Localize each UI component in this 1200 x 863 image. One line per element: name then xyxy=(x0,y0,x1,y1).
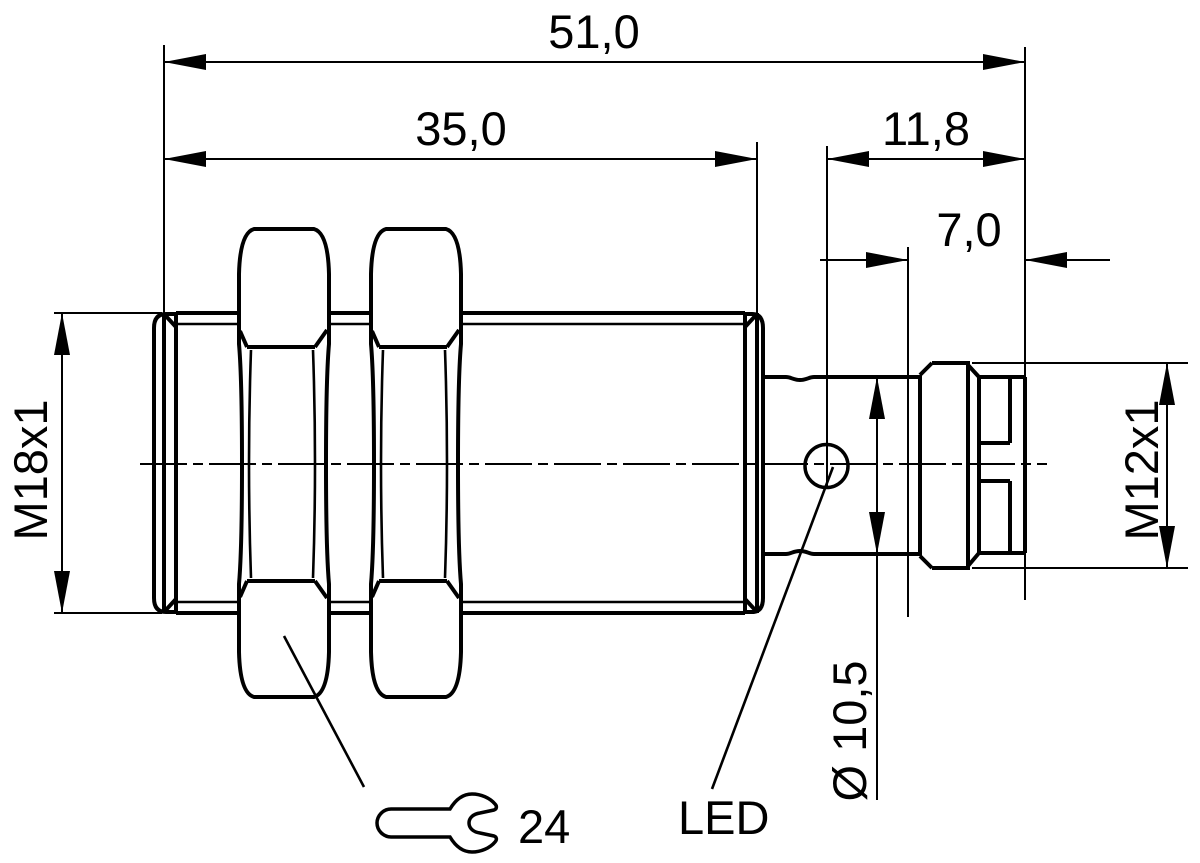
arrowhead-right xyxy=(983,151,1025,167)
dimension-connector-thread: M12x1 xyxy=(972,362,1188,569)
dimension-housing-length: 35,0 xyxy=(164,102,758,313)
arrowhead-top xyxy=(869,377,885,419)
wrench-annotation: 24 xyxy=(375,792,570,854)
arrowhead-right xyxy=(715,151,757,167)
thread-barrel xyxy=(176,311,745,615)
dimension-body-diameter: Ø 10,5 xyxy=(823,377,885,802)
connector-thread-label: M12x1 xyxy=(1115,399,1168,540)
arrowhead-bottom xyxy=(54,571,70,613)
arrowhead-right xyxy=(1025,252,1067,268)
wrench-size-label: 24 xyxy=(518,800,570,853)
nut-leader-line xyxy=(282,635,366,788)
connector-keyway-notch xyxy=(980,441,1010,483)
wrench-icon xyxy=(375,792,499,854)
rear-neck xyxy=(763,375,922,556)
rear-end-cap xyxy=(743,312,765,614)
arrowhead-left xyxy=(866,252,908,268)
dimension-rear-section-length: 11,8 xyxy=(826,102,1025,487)
led-indicator xyxy=(710,442,850,790)
connector-length-label: 7,0 xyxy=(936,203,1001,256)
arrowhead-bottom xyxy=(869,512,885,554)
arrowhead-right xyxy=(983,54,1025,70)
rear-section-length-label: 11,8 xyxy=(882,102,970,155)
body-diameter-label: Ø 10,5 xyxy=(823,660,876,801)
lock-nut-rear xyxy=(369,227,463,699)
arrowhead-left xyxy=(164,151,206,167)
sensing-face-cap xyxy=(152,312,178,614)
sensor-body xyxy=(152,227,1027,790)
lock-nut-front xyxy=(237,227,331,699)
dimension-overall-length: 51,0 xyxy=(163,5,1026,600)
arrowhead-left xyxy=(164,54,206,70)
arrowhead-top xyxy=(54,313,70,355)
dimension-housing-thread: M18x1 xyxy=(4,312,162,614)
housing-thread-label: M18x1 xyxy=(4,399,57,540)
led-label: LED xyxy=(678,791,769,844)
arrowhead-left xyxy=(827,151,869,167)
led-leader-line xyxy=(710,466,835,790)
arrowhead-top xyxy=(1159,363,1175,405)
m12-connector xyxy=(918,361,1027,570)
led-annotation: LED xyxy=(678,791,769,844)
overall-length-label: 51,0 xyxy=(548,5,639,58)
housing-length-label: 35,0 xyxy=(415,102,506,155)
arrowhead-bottom xyxy=(1159,526,1175,568)
